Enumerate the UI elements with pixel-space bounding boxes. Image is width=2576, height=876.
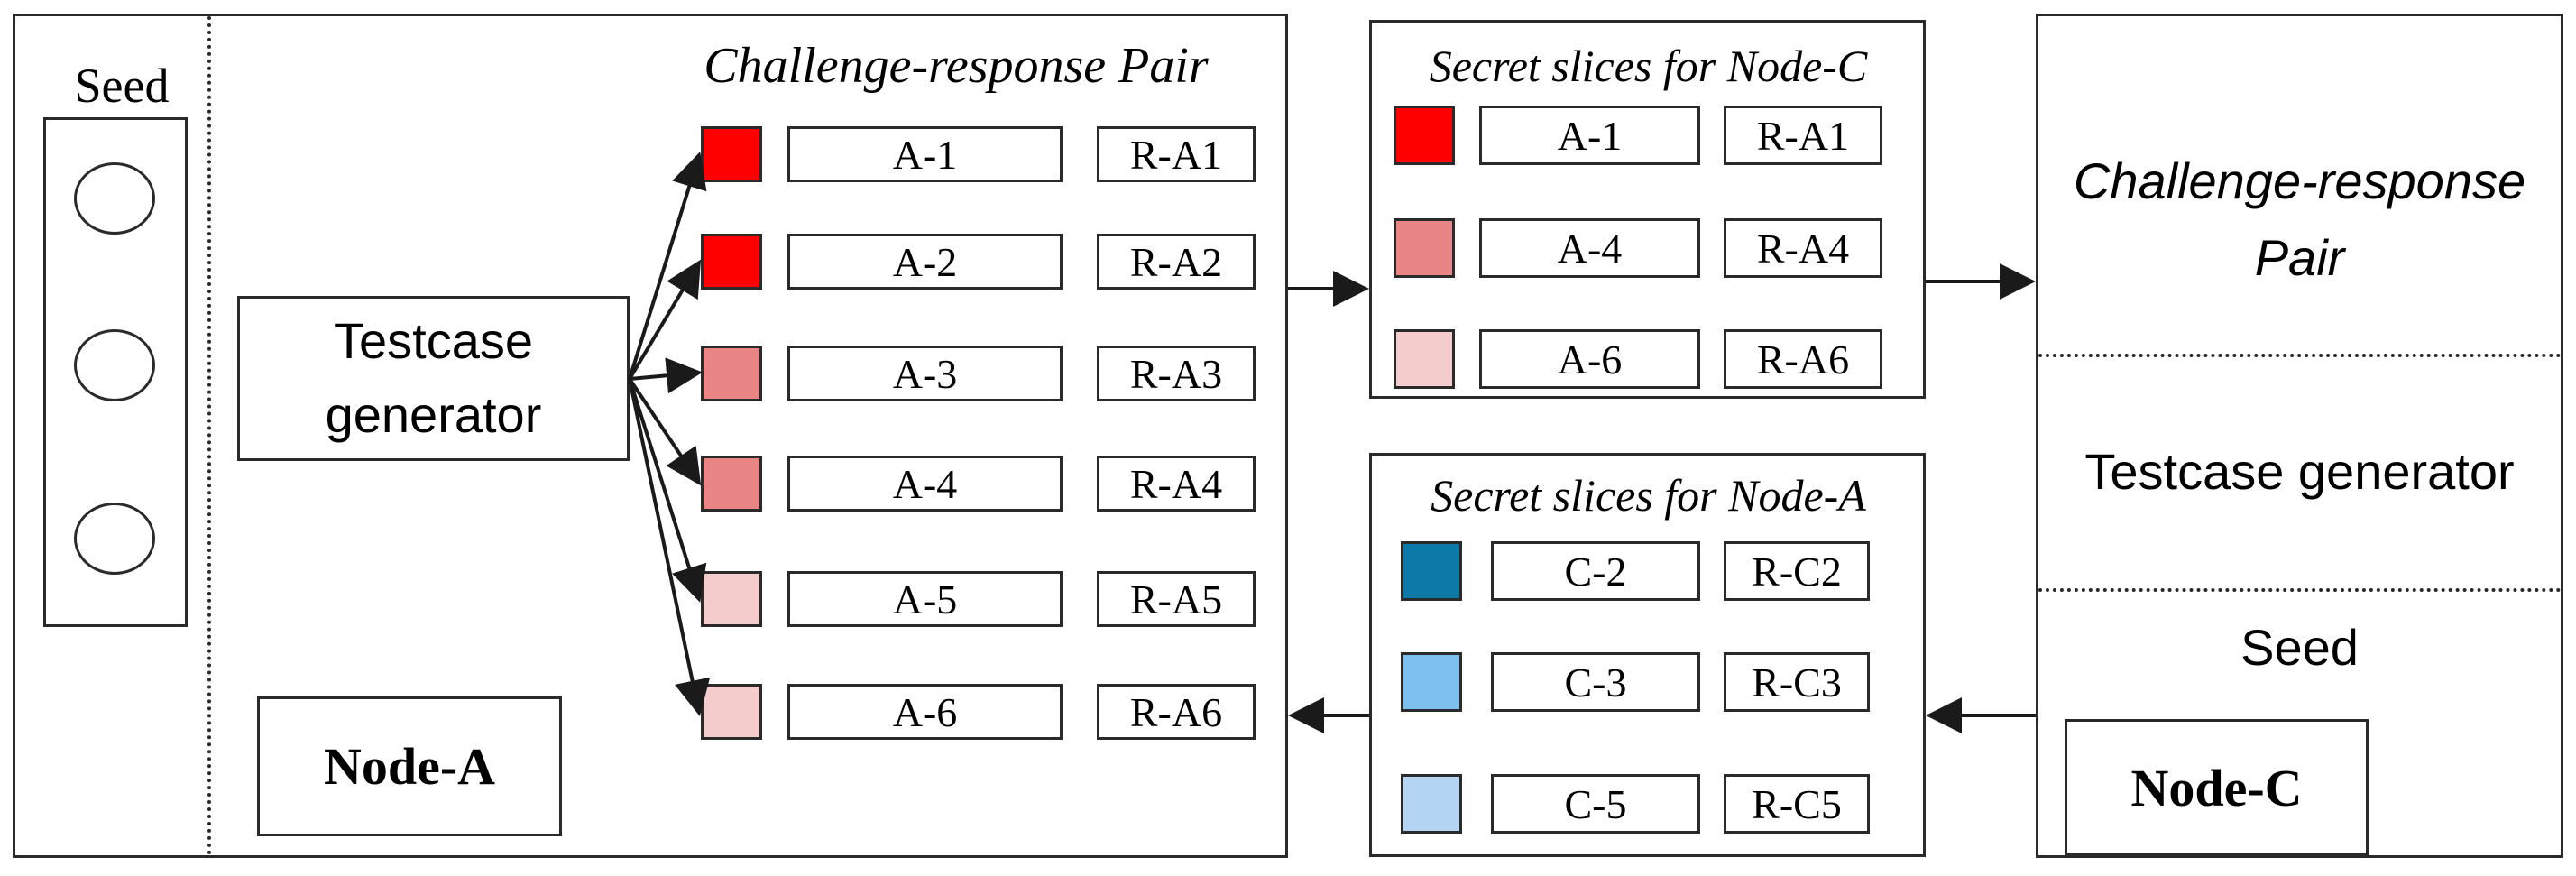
node-a-swatch-1 [701, 126, 762, 182]
node-c-separator-2 [2038, 588, 2561, 592]
node-c-separator-1 [2038, 354, 2561, 357]
slice-a-response-2: R-C3 [1724, 652, 1870, 712]
node-c-seed-label: Seed [2240, 619, 2359, 676]
node-c-crp-line1: Challenge-response [2073, 152, 2526, 209]
slice-c-challenge-3: A-6 [1479, 329, 1700, 389]
seed-circle-3 [74, 503, 155, 575]
node-c-label: Node-C [2065, 719, 2369, 856]
node-a-seed-label: Seed [74, 59, 170, 113]
node-a-swatch-6 [701, 684, 762, 740]
node-a-response-6: R-A6 [1097, 684, 1256, 740]
slice-a-swatch-1 [1401, 541, 1462, 601]
node-a-challenge-1: A-1 [787, 126, 1063, 182]
slice-a-response-3: R-C5 [1724, 774, 1870, 834]
slice-c-response-2: R-A4 [1724, 218, 1882, 278]
slice-c-response-3: R-A6 [1724, 329, 1882, 389]
node-c-testcase-generator: Testcase generator [2084, 442, 2515, 500]
node-a-generator-line2: generator [325, 385, 542, 443]
seed-circle-1 [74, 162, 155, 235]
node-a-response-4: R-A4 [1097, 456, 1256, 512]
node-a-generator-line1: Testcase [334, 311, 533, 369]
node-c-frame [2036, 14, 2563, 858]
slice-a-swatch-3 [1401, 774, 1462, 834]
node-a-response-2: R-A2 [1097, 234, 1256, 290]
slice-c-swatch-3 [1394, 329, 1455, 389]
slice-c-challenge-1: A-1 [1479, 106, 1700, 165]
slice-c-challenge-2: A-4 [1479, 218, 1700, 278]
slice-a-challenge-3: C-5 [1491, 774, 1700, 834]
node-a-challenge-3: A-3 [787, 346, 1063, 401]
node-a-challenge-5: A-5 [787, 571, 1063, 627]
seed-circle-2 [74, 329, 155, 401]
slice-c-response-1: R-A1 [1724, 106, 1882, 165]
slice-c-swatch-2 [1394, 218, 1455, 278]
node-a-challenge-2: A-2 [787, 234, 1063, 290]
node-a-response-1: R-A1 [1097, 126, 1256, 182]
node-c-crp-line2: Pair [2254, 228, 2345, 286]
slice-a-swatch-2 [1401, 652, 1462, 712]
node-a-label: Node-A [257, 696, 562, 836]
slice-c-swatch-1 [1394, 106, 1455, 165]
node-a-swatch-5 [701, 571, 762, 627]
node-a-response-5: R-A5 [1097, 571, 1256, 627]
node-a-swatch-4 [701, 456, 762, 512]
node-a-challenge-6: A-6 [787, 684, 1063, 740]
node-a-testcase-generator: Testcase generator [237, 296, 630, 461]
slices-for-node-c-title: Secret slices for Node-C [1429, 41, 1868, 91]
node-a-challenge-4: A-4 [787, 456, 1063, 512]
node-a-crp-title: Challenge-response Pair [704, 38, 1209, 94]
node-a-swatch-2 [701, 234, 762, 290]
slice-a-challenge-2: C-3 [1491, 652, 1700, 712]
slice-a-response-1: R-C2 [1724, 541, 1870, 601]
node-a-response-3: R-A3 [1097, 346, 1256, 401]
node-a-seed-separator [207, 16, 211, 855]
node-a-swatch-3 [701, 346, 762, 401]
slices-for-node-a-title: Secret slices for Node-A [1431, 470, 1866, 521]
slice-a-challenge-1: C-2 [1491, 541, 1700, 601]
